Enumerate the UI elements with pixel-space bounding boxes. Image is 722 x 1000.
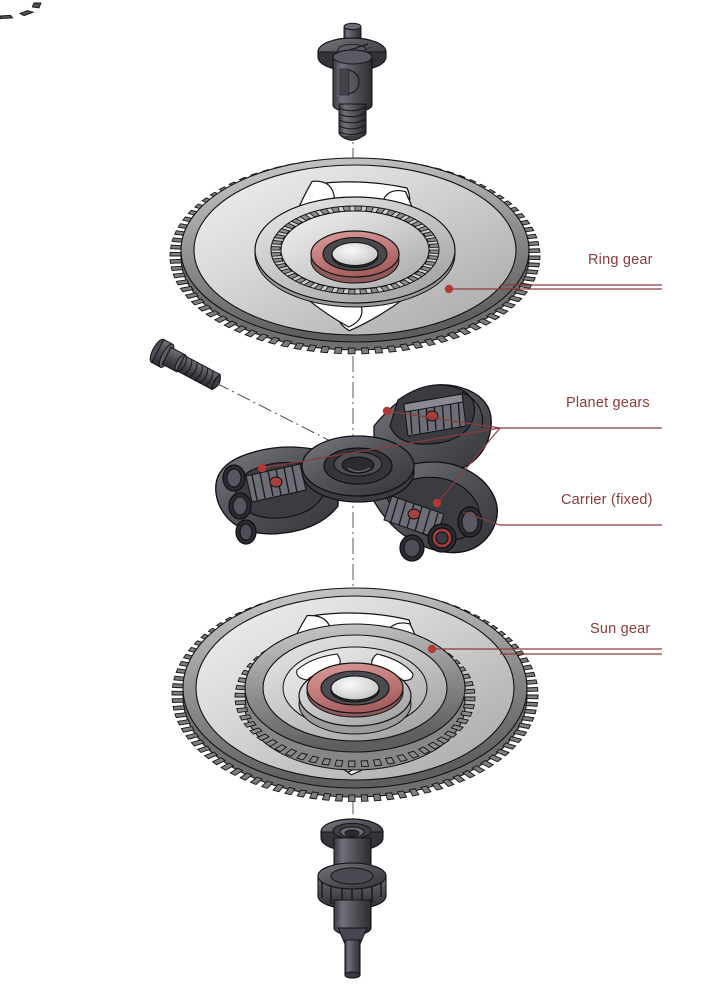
label-planet-gears-text: Planet gears — [566, 395, 650, 411]
top-shoulder-screw — [317, 22, 387, 141]
label-carrier: Carrier (fixed) — [561, 492, 653, 508]
ring-gear-outer-teeth — [169, 157, 541, 355]
ring-gear-component — [169, 157, 541, 355]
label-carrier-text: Carrier (fixed) — [561, 492, 653, 508]
ring-gear-hub-bearing — [310, 230, 400, 284]
label-ring-gear-text: Ring gear — [588, 252, 653, 268]
leader-lines — [257, 284, 662, 655]
sun-gear-component — [171, 587, 539, 802]
output-shaft-component — [0, 2, 387, 979]
leader-sun-gear — [427, 644, 662, 655]
leader-planet-gears — [257, 406, 662, 508]
leader-carrier — [462, 511, 662, 526]
flange-bolt — [149, 338, 221, 391]
carrier-left-bores — [222, 464, 257, 545]
carrier-lower-bores — [399, 506, 483, 562]
carrier-hub — [301, 435, 415, 503]
label-ring-gear: Ring gear — [588, 252, 653, 268]
label-planet-gears: Planet gears — [566, 395, 650, 411]
leader-ring-gear — [444, 284, 662, 294]
label-sun-gear-text: Sun gear — [590, 621, 651, 637]
planet-carrier-component — [215, 384, 498, 562]
sun-gear-hub-bearing — [298, 662, 412, 735]
label-sun-gear: Sun gear — [590, 621, 650, 637]
planet-gear-left — [245, 463, 307, 503]
